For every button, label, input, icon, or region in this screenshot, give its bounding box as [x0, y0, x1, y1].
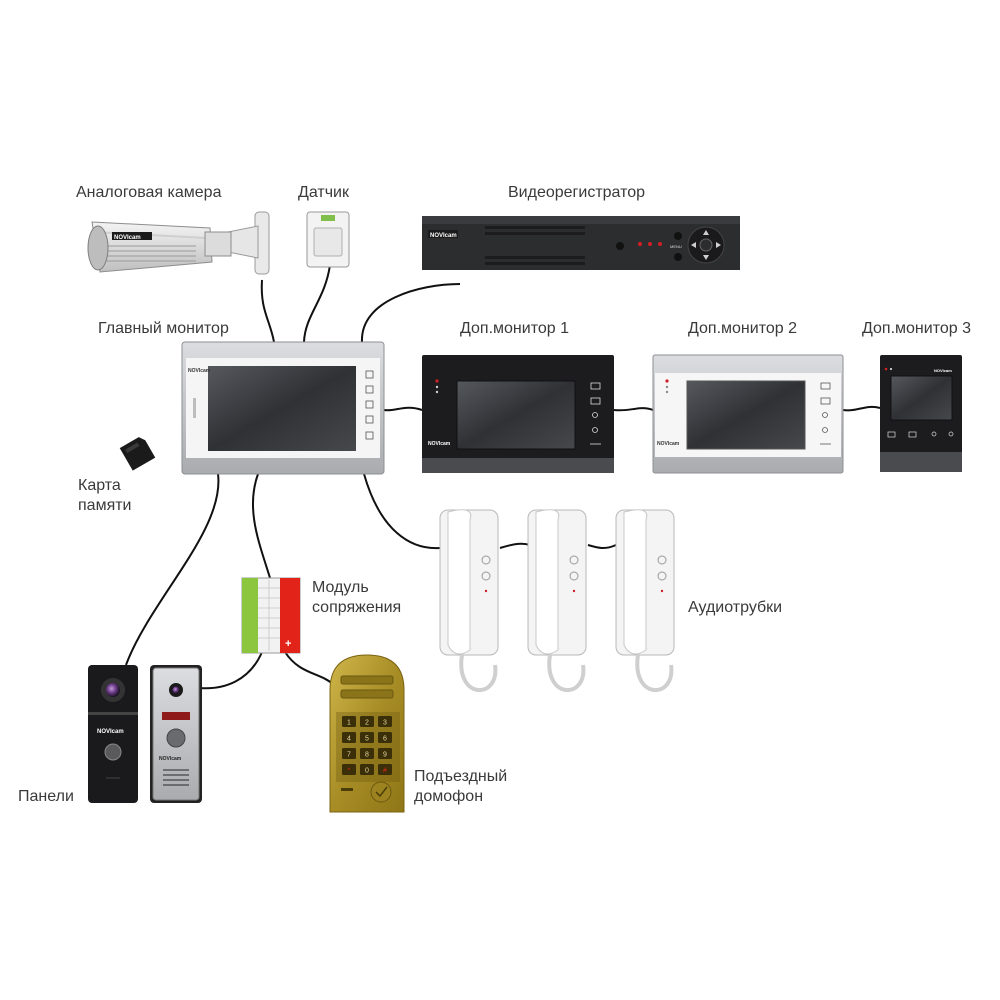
cable-extra2-extra3	[842, 405, 881, 412]
cable-module-entrance	[284, 651, 335, 686]
audio-handsets	[439, 509, 675, 692]
audio-handset-2	[527, 509, 587, 692]
audio-handset-1	[439, 509, 499, 692]
keypad-key: 7	[342, 748, 356, 759]
dvr-nav-arrows-icon	[691, 230, 721, 260]
cable-module-panel2	[199, 651, 263, 690]
sensor-label: Датчик	[298, 184, 349, 201]
extra-monitor-1-buttons	[590, 382, 601, 445]
cable-handset2-handset3	[587, 544, 617, 549]
main-monitor-buttons	[365, 370, 374, 440]
extra-monitor-3-logo: NOVIcam	[934, 368, 952, 373]
keypad-key-label: 1	[347, 720, 351, 727]
handsets-label: Аудиотрубки	[688, 599, 783, 616]
keypad-key-label: 9	[383, 752, 387, 759]
keypad-key-label: 0	[365, 768, 369, 775]
sensor	[306, 211, 350, 268]
intercom-keypad: 1 2 3 4 5 6 7 8 9 * 0 #	[342, 716, 392, 775]
keypad-key: 0	[360, 764, 374, 775]
keypad-key: 4	[342, 732, 356, 743]
cable-monitor-handsets	[363, 473, 441, 550]
extra-monitor-1: NOVIcam	[422, 355, 614, 473]
keypad-key-label: 2	[365, 720, 369, 727]
keypad-key: 8	[360, 748, 374, 759]
panels-label: Панели	[18, 788, 74, 805]
dvr-menu-label: MENU	[670, 244, 682, 249]
cable-monitor-extra1	[383, 406, 423, 412]
memory-card-label-line1: Карта	[78, 477, 121, 494]
dvr-logo: NOVIcam	[430, 233, 457, 239]
camera-logo: NOVIcam	[114, 235, 141, 241]
keypad-key-label: 3	[383, 720, 387, 727]
call-panel-black: NOVIcam	[88, 665, 138, 803]
extra-monitor-3: NOVIcam	[880, 355, 962, 472]
module-label-line1: Модуль	[312, 579, 369, 596]
extra-monitor-1-logo: NOVIcam	[428, 441, 451, 447]
keypad-key-label: #	[383, 768, 387, 775]
cable-sensor-monitor	[303, 264, 331, 343]
call-panel-silver-logo: NOVIcam	[159, 756, 182, 762]
entrance-label-line1: Подъездный	[414, 768, 508, 785]
entrance-intercom: 1 2 3 4 5 6 7 8 9 * 0 #	[329, 654, 405, 813]
extra-monitor-2: NOVIcam	[652, 354, 844, 474]
keypad-key: 2	[360, 716, 374, 727]
analog-camera: NOVIcam	[87, 211, 270, 275]
memory-card-label-line2: памяти	[78, 497, 132, 514]
key-reader-icon	[375, 786, 388, 798]
memory-card	[119, 437, 156, 471]
call-panel-black-logo: NOVIcam	[97, 729, 124, 735]
camera-label: Аналоговая камера	[76, 184, 222, 201]
call-panel-silver: NOVIcam	[150, 665, 202, 803]
extra-monitor-3-label: Доп.монитор 3	[862, 320, 971, 337]
dvr-vents	[485, 226, 585, 265]
main-monitor-logo: NOVIcam	[188, 368, 211, 374]
audio-handset-3	[615, 509, 675, 692]
interface-module: +	[241, 577, 301, 654]
keypad-key: 5	[360, 732, 374, 743]
keypad-key-label: 8	[365, 752, 369, 759]
cable-camera-monitor	[260, 279, 275, 343]
keypad-key: 6	[378, 732, 392, 743]
extra-monitor-2-label: Доп.монитор 2	[688, 320, 797, 337]
extra-monitor-1-label: Доп.монитор 1	[460, 320, 569, 337]
cable-monitor-module	[251, 473, 271, 579]
cable-extra1-extra2	[613, 407, 654, 412]
extra-monitor-3-buttons	[887, 431, 954, 438]
keypad-key-label: 5	[365, 736, 369, 743]
keypad-key: #	[378, 764, 392, 775]
keypad-key: 3	[378, 716, 392, 727]
keypad-key: *	[342, 764, 356, 775]
extra-monitor-2-buttons	[820, 382, 831, 445]
dvr: NOVIcam MENU	[422, 216, 740, 270]
keypad-key: 9	[378, 748, 392, 759]
main-monitor: NOVIcam	[181, 341, 385, 475]
keypad-key-label: *	[348, 768, 351, 775]
keypad-key: 1	[342, 716, 356, 727]
plus-icon: +	[285, 638, 291, 650]
keypad-key-label: 6	[383, 736, 387, 743]
cables	[125, 264, 881, 690]
main-monitor-label: Главный монитор	[98, 320, 229, 337]
entrance-label-line2: домофон	[414, 788, 484, 805]
keypad-key-label: 4	[347, 736, 351, 743]
cable-dvr-monitor	[360, 283, 461, 343]
extra-monitor-2-logo: NOVIcam	[657, 441, 680, 447]
cable-handset1-handset2	[499, 542, 531, 549]
dvr-label: Видеорегистратор	[508, 184, 646, 201]
keypad-key-label: 7	[347, 752, 351, 759]
module-label-line2: сопряжения	[312, 599, 402, 616]
cable-monitor-panel1	[125, 473, 220, 666]
